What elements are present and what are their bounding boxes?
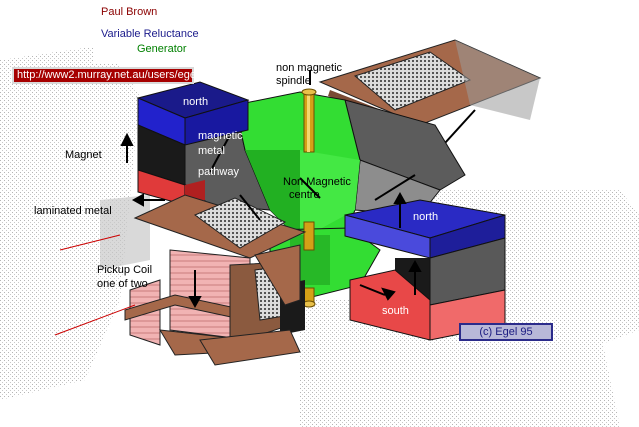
centre-line-2: centre [289,189,320,201]
title-line2: Generator [137,43,187,55]
label-non-magnetic-spindle: non magnetic spindle [276,62,342,87]
axis-line [54,304,136,336]
label-north-top: north [183,96,209,108]
pathway-line-2: metal [198,145,225,157]
top-right-pole-assembly [318,39,542,166]
website-link[interactable]: http://www2.murray.net.au/users/egel [12,67,198,84]
centre-line-1: Non Magnetic [283,176,351,188]
pathway-line-1: magnetic [198,130,243,142]
title-line1: Variable Reluctance [101,28,199,40]
label-magnet: Magnet [65,149,102,161]
pathway-line-3: pathway [198,166,239,178]
author-name: Paul Brown [101,6,158,18]
axis-line-upper [59,234,121,251]
flux-arrows [120,70,422,309]
magnet-left [136,81,250,206]
spindle-line-1: non magnetic [276,62,343,74]
pickup-line-2: one of two [97,278,148,290]
pickup-line-1: Pickup Coil [97,264,153,276]
label-pickup-coil: Pickup Coil one of two [97,263,152,291]
title-block [94,0,259,64]
label-north-right: north [413,211,439,223]
spindle-line-2: spindle [276,74,311,87]
copyright-badge: (c) Egel 95 [459,323,553,341]
non-magnetic-spindle [301,88,317,308]
label-south: south [382,305,409,317]
label-magnetic-metal-pathway: magnetic metal pathway [198,129,243,180]
label-laminated-metal: laminated metal [34,205,112,217]
label-non-magnetic-centre: Non Magnetic centre [283,176,351,202]
center-lower-plate [254,244,301,306]
